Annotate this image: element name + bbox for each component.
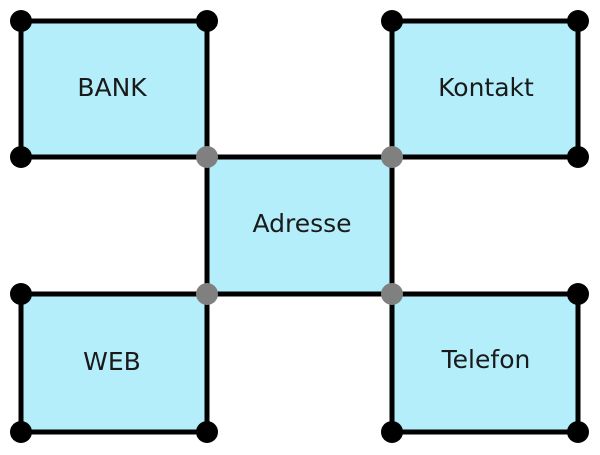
box-web [18,291,210,435]
shared-corner-dot [381,283,403,305]
shared-corner-dot [381,146,403,168]
corner-dot [567,283,589,305]
corner-dot [10,283,32,305]
label-telefon: Telefon [441,345,531,374]
label-adresse: Adresse [252,209,351,238]
corner-dot [196,10,218,32]
box-bank [18,18,210,160]
corner-dot [567,146,589,168]
corner-dot [567,421,589,443]
box-telefon [389,291,581,435]
shared-corner-dot [196,146,218,168]
corner-dot [567,10,589,32]
corner-dot [10,421,32,443]
box-kontakt [389,18,581,160]
box-adresse [204,154,395,297]
corner-dot [381,10,403,32]
label-kontakt: Kontakt [438,73,534,102]
corner-dot [10,146,32,168]
shared-corner-dot [196,283,218,305]
label-bank: BANK [77,73,147,102]
corner-dot [196,421,218,443]
corner-dot [10,10,32,32]
label-web: WEB [83,347,141,376]
corner-dot [381,421,403,443]
